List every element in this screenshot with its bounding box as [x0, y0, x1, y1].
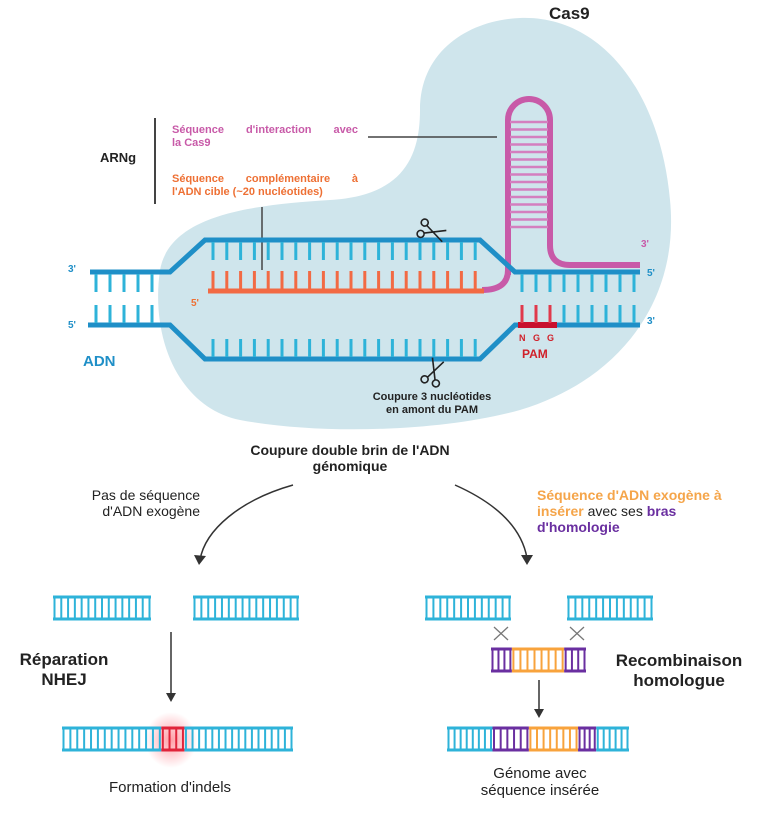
right-condition-part3: avec ses	[583, 503, 647, 520]
complementary-line2: l'ADN cible (~20 nucléotides)	[172, 185, 323, 198]
end-label-grna-3: 3'	[641, 239, 649, 250]
cut-note: Coupure 3 nucléotides en amont du PAM	[362, 391, 502, 416]
nhej-label: Réparation NHEJ	[8, 650, 120, 689]
end-label-top-right: 5'	[647, 268, 655, 279]
exogenous-dna-label: Séquence d'ADN exogène à insérer avec se…	[537, 487, 757, 535]
pam-base-1: N	[519, 333, 526, 343]
base-pairs	[94, 242, 636, 357]
cas9-title: Cas9	[549, 4, 590, 23]
right-condition-part1: Séquence d'ADN exogène à	[537, 487, 722, 503]
indel-glow	[145, 712, 197, 768]
complementary-sequence-label: Séquence complémentaire à l'ADN cible (~…	[172, 173, 358, 198]
end-label-top-left: 3'	[68, 264, 76, 275]
hr-line2: homologue	[633, 670, 725, 690]
left-condition-line1: Pas de séquence	[91, 487, 200, 503]
inserted-genome-label: Génome avec séquence insérée	[430, 765, 650, 800]
arrow-head	[521, 555, 533, 565]
nhej-line1: Réparation	[19, 650, 109, 669]
hr-label: Recombinaison homologue	[600, 651, 758, 690]
arrow-right-branch	[454, 484, 528, 559]
cas9-protein-shape	[158, 17, 672, 430]
end-label-bottom-left: 5'	[68, 320, 76, 331]
interaction-sequence-label: Séquence d'interaction avec la Cas9	[172, 124, 358, 149]
nhej-line2: NHEJ	[41, 669, 87, 689]
end-label-grna-5: 5'	[191, 298, 199, 309]
interaction-line2: la Cas9	[172, 136, 211, 149]
hr-line1: Recombinaison	[615, 651, 743, 670]
pam-base-2: G	[533, 333, 541, 343]
dsb-line1: Coupure double brin de l'ADN	[250, 442, 450, 458]
complementary-line1: Séquence complémentaire à	[172, 173, 358, 185]
scissors-icon-top	[416, 218, 447, 243]
double-strand-break-label: Coupure double brin de l'ADN génomique	[220, 442, 480, 474]
dna-ladders	[53, 595, 653, 752]
indels-label: Formation d'indels	[108, 779, 232, 796]
arrow-head	[534, 709, 544, 718]
result-line1: Génome avec	[493, 765, 587, 782]
scissors-icon-bottom	[420, 357, 445, 388]
hairpin-rungs	[510, 120, 548, 229]
dna-label: ADN	[83, 353, 116, 370]
pam-base-3: G	[547, 333, 555, 343]
right-condition-part4: bras	[646, 503, 677, 520]
result-line2: séquence insérée	[480, 782, 600, 800]
left-condition-line2: d'ADN exogène	[102, 503, 200, 520]
right-condition-part5: d'homologie	[537, 519, 620, 536]
interaction-line1: Séquence d'interaction avec	[172, 124, 358, 136]
grna-hairpin	[481, 96, 640, 293]
pam-label: PAM	[522, 347, 548, 361]
arrow-head	[166, 693, 176, 702]
grna-label: ARNg	[100, 150, 137, 165]
dna-backbone-top	[90, 237, 640, 275]
right-condition-part2: insérer	[537, 503, 584, 520]
crossover-mark	[493, 626, 585, 641]
cut-note-line2: en amont du PAM	[385, 403, 479, 416]
arrow-head	[194, 555, 206, 565]
no-exogenous-dna-label: Pas de séquence d'ADN exogène	[50, 487, 200, 519]
arrow-left-branch	[199, 484, 294, 561]
end-label-bottom-right: 3'	[647, 316, 655, 327]
dsb-line2: génomique	[312, 458, 388, 475]
cut-note-line1: Coupure 3 nucléotides	[372, 391, 492, 403]
